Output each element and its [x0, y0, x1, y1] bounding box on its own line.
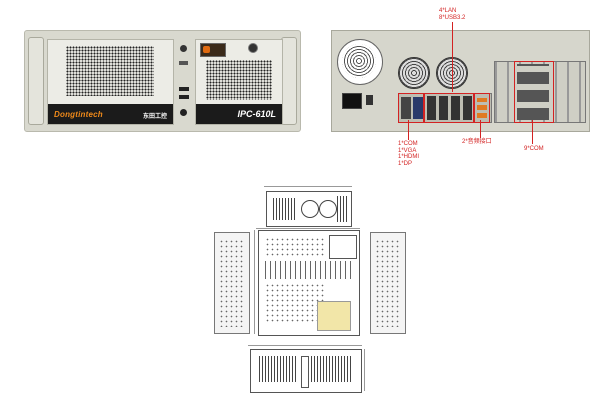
front-left-vent — [66, 46, 154, 96]
drawing-left-side-view — [214, 232, 250, 334]
callout-box-lan-usb — [424, 93, 474, 123]
power-switch-icon — [366, 95, 373, 105]
callout-box-io — [398, 93, 424, 123]
drawing-right-side-view — [370, 232, 406, 334]
drawing-mount-holes — [265, 237, 325, 257]
drawing-top-view — [258, 230, 360, 336]
leader-line-com — [532, 120, 533, 144]
badge-emblem-icon — [203, 46, 210, 53]
front-left-nameplate: Dongtintech 东田工控 — [48, 104, 173, 124]
usb-port-icon — [179, 95, 189, 99]
io-video-port-icon — [413, 97, 423, 119]
right-handle — [281, 37, 297, 125]
audio-jack-icon — [477, 98, 487, 118]
io-com-port-icon — [401, 97, 411, 119]
drawing-fan-icon — [301, 200, 319, 218]
model-label: IPC-610L — [237, 109, 276, 119]
drawing-side-holes — [375, 239, 401, 327]
drawing-rear-view — [266, 191, 352, 227]
front-left-bezel: Dongtintech 东田工控 — [47, 39, 174, 125]
front-right-bezel: IPC-610L — [195, 39, 283, 125]
front-control-column — [175, 41, 193, 121]
io-shield — [398, 93, 492, 123]
left-handle — [28, 37, 44, 125]
psu-fan-grill — [342, 44, 376, 78]
front-right-vent — [206, 60, 272, 100]
drawing-slot-bay — [337, 196, 347, 222]
psu-fan-icon — [337, 39, 383, 85]
drawing-side-holes — [219, 239, 245, 327]
power-socket-icon — [342, 93, 362, 109]
leader-line-io — [408, 120, 409, 140]
front-panel-photo: Dongtintech 东田工控 IPC-610L — [24, 30, 301, 132]
drawing-board-holes — [265, 283, 325, 323]
usb-port-icon — [179, 87, 189, 91]
drawing-psu-grill — [273, 198, 295, 220]
dimension-line — [254, 230, 255, 334]
front-right-nameplate: IPC-610L — [196, 104, 282, 124]
reset-button-icon — [180, 109, 187, 116]
drawing-drive-bay — [317, 301, 351, 331]
drawing-psu-outline — [329, 235, 357, 259]
callout-label-com: 9*COM — [524, 146, 544, 152]
com-port-bank-icon — [517, 64, 549, 120]
drawing-slot-lines — [265, 261, 353, 279]
dimension-line — [264, 186, 352, 187]
callout-label-audio: 2*音频接口 — [462, 139, 492, 145]
rear-panel-photo — [331, 30, 590, 132]
leader-line-lan-usb — [452, 22, 453, 92]
drawing-front-left-vent — [259, 356, 297, 382]
callout-label-io: 1*COM 1*VGA 1*HDMI 1*DP — [398, 141, 420, 167]
leader-line-audio — [480, 120, 481, 138]
callout-box-com — [514, 61, 554, 123]
power-button-icon — [180, 45, 187, 52]
dimension-line — [248, 345, 362, 346]
callout-label-lan-usb: 4*LAN 8*USB3.2 — [439, 8, 466, 21]
callout-box-audio — [474, 93, 490, 123]
indicator-led-icon — [179, 61, 188, 65]
drawing-front-view — [250, 349, 362, 393]
rear-fan-icon — [398, 57, 430, 89]
lock-icon — [248, 43, 258, 53]
logo-badge — [200, 43, 226, 57]
brand-logo-text: Dongtintech — [54, 110, 103, 119]
brand-cn-text: 东田工控 — [142, 114, 167, 120]
dimension-line — [256, 228, 360, 229]
lan-usb-stack-icon — [427, 96, 473, 120]
drawing-fan-icon — [319, 200, 337, 218]
drawing-control-strip — [301, 356, 309, 388]
drawing-front-right-vent — [311, 356, 351, 382]
dimension-line — [364, 349, 365, 391]
